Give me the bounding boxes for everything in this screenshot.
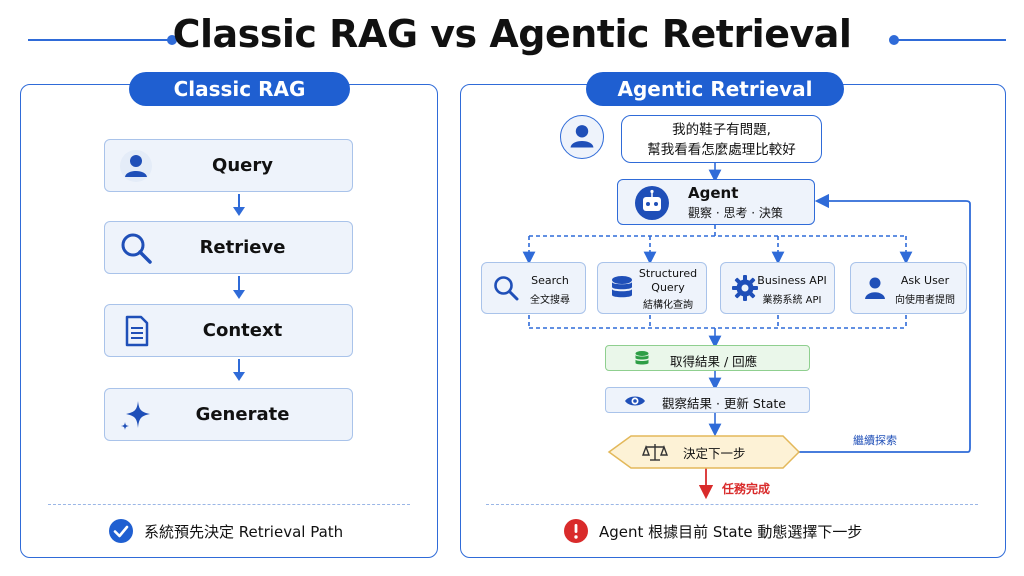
agentic-retrieval-panel: [460, 84, 1006, 558]
done-label: 任務完成: [722, 482, 771, 496]
agentic-footer-text: Agent 根據目前 State 動態選擇下一步: [599, 522, 863, 541]
alert-circle-icon: [564, 519, 588, 543]
user-icon: [865, 277, 885, 299]
tool-name: Ask User: [900, 274, 950, 287]
classic-footer: 系統預先決定 Retrieval Path: [108, 518, 343, 544]
user-speech-bubble: 我的鞋子有問題, 幫我看看怎麼處理比較好: [621, 115, 822, 163]
divider: [486, 504, 978, 505]
flow-arrow: [233, 276, 245, 299]
step-label: Query: [212, 155, 273, 176]
tool-name-line1: Structured: [638, 267, 698, 280]
document-icon: [125, 315, 149, 347]
divider: [48, 504, 410, 505]
sparkle-icon: [121, 401, 150, 430]
tool-ask-user: Ask User 向使用者提問: [850, 262, 967, 314]
database-icon: [635, 351, 649, 365]
classic-rag-heading: Classic RAG: [129, 72, 350, 106]
check-circle-icon: [109, 519, 133, 543]
step-query: Query: [104, 139, 353, 192]
tool-business-api: Business API 業務系統 API: [720, 262, 835, 314]
flow-arrow: [233, 359, 245, 381]
eye-icon: [625, 396, 645, 406]
agent-subtitle: 觀察 · 思考 · 決策: [688, 206, 783, 220]
results-label: 取得結果 / 回應: [670, 354, 758, 369]
tool-sub: 結構化查詢: [643, 300, 693, 311]
tool-structured-query: Structured Query 結構化查詢: [597, 262, 707, 314]
step-generate: Generate: [104, 388, 353, 441]
agent-node: Agent 觀察 · 思考 · 決策: [617, 179, 815, 225]
tool-search: Search 全文搜尋: [481, 262, 586, 314]
user-avatar: [560, 115, 604, 159]
database-icon: [612, 276, 632, 298]
title-decoration-line-right: [896, 39, 1006, 41]
tool-name-line2: Query: [651, 281, 685, 294]
title-decoration-line-left: [28, 39, 170, 41]
decide-label: 決定下一步: [683, 446, 746, 461]
step-context: Context: [104, 304, 353, 357]
classic-footer-text: 系統預先決定 Retrieval Path: [144, 522, 344, 541]
tool-sub: 向使用者提問: [895, 295, 955, 306]
tool-name: Business API: [757, 274, 827, 287]
agent-title: Agent: [688, 184, 739, 202]
step-label: Generate: [195, 404, 290, 425]
observe-node: 觀察結果 · 更新 State: [605, 387, 810, 413]
results-node: 取得結果 / 回應: [605, 345, 810, 371]
robot-icon: [635, 186, 669, 220]
observe-label: 觀察結果 · 更新 State: [662, 396, 786, 411]
user-bubble-line1: 我的鞋子有問題,: [672, 122, 771, 138]
continue-label: 繼續探索: [853, 434, 897, 447]
user-icon: [120, 150, 152, 182]
gear-icon: [732, 275, 758, 301]
agentic-retrieval-heading: Agentic Retrieval: [586, 72, 844, 106]
step-retrieve: Retrieve: [104, 221, 353, 274]
tool-sub: 業務系統 API: [762, 295, 822, 306]
user-icon: [570, 125, 594, 148]
title-decoration-dot-right: [889, 35, 899, 45]
flow-arrow: [233, 194, 245, 216]
tool-name: Search: [531, 274, 569, 287]
title-decoration-dot-left: [167, 35, 177, 45]
search-icon: [121, 233, 152, 264]
tool-sub: 全文搜尋: [530, 295, 570, 306]
search-icon: [494, 276, 519, 301]
step-label: Context: [202, 320, 283, 341]
step-label: Retrieve: [199, 237, 286, 258]
agentic-footer: Agent 根據目前 State 動態選擇下一步: [563, 518, 862, 544]
user-bubble-line2: 幫我看看怎麼處理比較好: [647, 142, 796, 158]
page-title: Classic RAG vs Agentic Retrieval: [172, 12, 852, 56]
